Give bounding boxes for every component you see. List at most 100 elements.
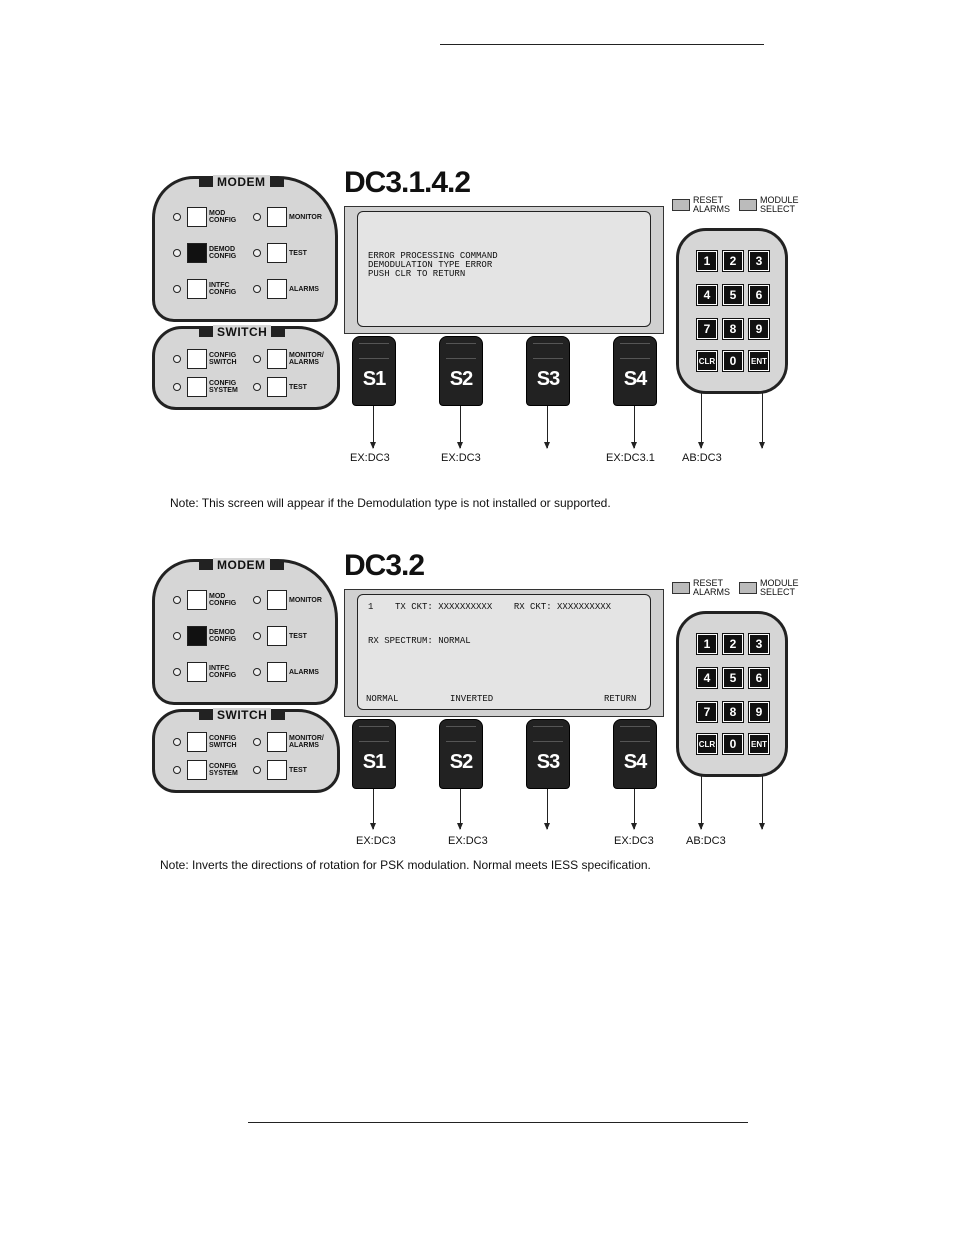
reset-alarms-button[interactable] (672, 199, 690, 211)
module-select-button[interactable] (739, 582, 757, 594)
key-0[interactable]: 0 (722, 350, 744, 372)
mod-config-button[interactable]: MOD CONFIG (173, 207, 249, 227)
key-clr[interactable]: CLR (696, 350, 718, 372)
led-icon (173, 355, 181, 363)
intfc-config-button[interactable]: INTFC CONFIG (173, 662, 249, 682)
key-1[interactable]: 1 (696, 250, 718, 272)
led-icon (253, 249, 261, 257)
note-2: Note: Inverts the directions of rotation… (160, 858, 651, 872)
key-5[interactable]: 5 (722, 667, 744, 689)
screen-header-line: 1 TX CKT: XXXXXXXXXX RX CKT: XXXXXXXXXX (368, 602, 612, 612)
key-clr[interactable]: CLR (696, 733, 718, 755)
softkey-s1[interactable]: S1 (352, 719, 396, 789)
led-icon (253, 285, 261, 293)
key-2[interactable]: 2 (722, 633, 744, 655)
key-8[interactable]: 8 (722, 318, 744, 340)
module-select-label: MODULE SELECT (760, 195, 799, 214)
modem-panel: MODEM MOD CONFIG MONITOR DEMOD CONFIG TE… (152, 175, 338, 322)
key-4[interactable]: 4 (696, 667, 718, 689)
reset-alarms-button[interactable] (672, 582, 690, 594)
screen-line: PUSH CLR TO RETURN (368, 269, 466, 279)
key-6[interactable]: 6 (748, 284, 770, 306)
monitor-button[interactable]: MONITOR (253, 207, 329, 227)
config-system-button[interactable]: CONFIG SYSTEM (173, 760, 249, 780)
softkey-s2[interactable]: S2 (439, 719, 483, 789)
header-rule (440, 44, 764, 45)
key-3[interactable]: 3 (748, 250, 770, 272)
key-5[interactable]: 5 (722, 284, 744, 306)
reset-module-area: RESET ALARMS MODULE SELECT (672, 196, 810, 214)
led-icon (253, 766, 261, 774)
softkey-s4[interactable]: S4 (613, 336, 657, 406)
key-2[interactable]: 2 (722, 250, 744, 272)
switch-test-button[interactable]: TEST (253, 760, 329, 780)
screen-line: ERROR PROCESSING COMMAND (368, 251, 498, 261)
key-8[interactable]: 8 (722, 701, 744, 723)
test-button[interactable]: TEST (253, 243, 329, 263)
led-icon (253, 738, 261, 746)
switch-panel-title: SWITCH (198, 325, 286, 339)
reset-module-area: RESET ALARMS MODULE SELECT (672, 579, 810, 597)
key-3[interactable]: 3 (748, 633, 770, 655)
key-6[interactable]: 6 (748, 667, 770, 689)
arrow-s1 (370, 406, 376, 449)
config-system-button[interactable]: CONFIG SYSTEM (173, 377, 249, 397)
switch-test-button[interactable]: TEST (253, 377, 329, 397)
softlabel-return: RETURN (604, 694, 637, 704)
target-s1: EX:DC3 (350, 452, 390, 464)
arrow-ent (759, 755, 765, 830)
alarms-button[interactable]: ALARMS (253, 279, 329, 299)
led-icon (173, 213, 181, 221)
key-7[interactable]: 7 (696, 701, 718, 723)
key-ent[interactable]: ENT (748, 350, 770, 372)
config-switch-button[interactable]: CONFIG SWITCH (173, 349, 249, 369)
demod-config-button[interactable]: DEMOD CONFIG (173, 243, 249, 263)
switch-panel: SWITCH CONFIG SWITCH MONITOR/ ALARMS CON… (152, 708, 340, 793)
key-1[interactable]: 1 (696, 633, 718, 655)
led-icon (253, 383, 261, 391)
led-icon (253, 632, 261, 640)
mod-config-button[interactable]: MOD CONFIG (173, 590, 249, 610)
target-s2: EX:DC3 (448, 835, 488, 847)
led-icon (173, 668, 181, 676)
monitor-alarms-button[interactable]: MONITOR/ ALARMS (253, 349, 329, 369)
key-0[interactable]: 0 (722, 733, 744, 755)
softkey-s2[interactable]: S2 (439, 336, 483, 406)
modem-panel-title: MODEM (199, 558, 283, 572)
softkey-s1[interactable]: S1 (352, 336, 396, 406)
modem-panel: MODEM MOD CONFIG MONITOR DEMOD CONFIG TE… (152, 558, 338, 705)
config-switch-button[interactable]: CONFIG SWITCH (173, 732, 249, 752)
intfc-config-button[interactable]: INTFC CONFIG (173, 279, 249, 299)
arrow-s2 (457, 789, 463, 830)
softkey-s3[interactable]: S3 (526, 719, 570, 789)
arrow-s4 (631, 406, 637, 449)
alarms-button[interactable]: ALARMS (253, 662, 329, 682)
monitor-button[interactable]: MONITOR (253, 590, 329, 610)
softkey-s3[interactable]: S3 (526, 336, 570, 406)
softlabel-inverted: INVERTED (450, 694, 494, 704)
switch-panel-title: SWITCH (198, 708, 286, 722)
key-ent[interactable]: ENT (748, 733, 770, 755)
softlabel-normal: NORMAL (366, 694, 399, 704)
screen-title: DC3.2 (344, 549, 425, 582)
test-button[interactable]: TEST (253, 626, 329, 646)
reset-alarms-label: RESET ALARMS (693, 195, 731, 214)
arrow-s4 (631, 789, 637, 830)
figure-dc3-2: MODEM MOD CONFIG MONITOR DEMOD CONFIG TE… (0, 549, 954, 879)
key-4[interactable]: 4 (696, 284, 718, 306)
target-s2: EX:DC3 (441, 452, 481, 464)
demod-config-button[interactable]: DEMOD CONFIG (173, 626, 249, 646)
monitor-alarms-button[interactable]: MONITOR/ ALARMS (253, 732, 329, 752)
key-9[interactable]: 9 (748, 701, 770, 723)
key-7[interactable]: 7 (696, 318, 718, 340)
softkey-s4[interactable]: S4 (613, 719, 657, 789)
arrow-clr (698, 755, 704, 830)
key-9[interactable]: 9 (748, 318, 770, 340)
note-1: Note: This screen will appear if the Dem… (170, 496, 611, 510)
lcd-screen: ERROR PROCESSING COMMAND DEMODULATION TY… (357, 211, 651, 327)
module-select-button[interactable] (739, 199, 757, 211)
lcd-display: ERROR PROCESSING COMMAND DEMODULATION TY… (344, 206, 664, 334)
target-s4: EX:DC3 (614, 835, 654, 847)
arrow-s3 (544, 406, 550, 449)
target-clr: AB:DC3 (686, 835, 726, 847)
